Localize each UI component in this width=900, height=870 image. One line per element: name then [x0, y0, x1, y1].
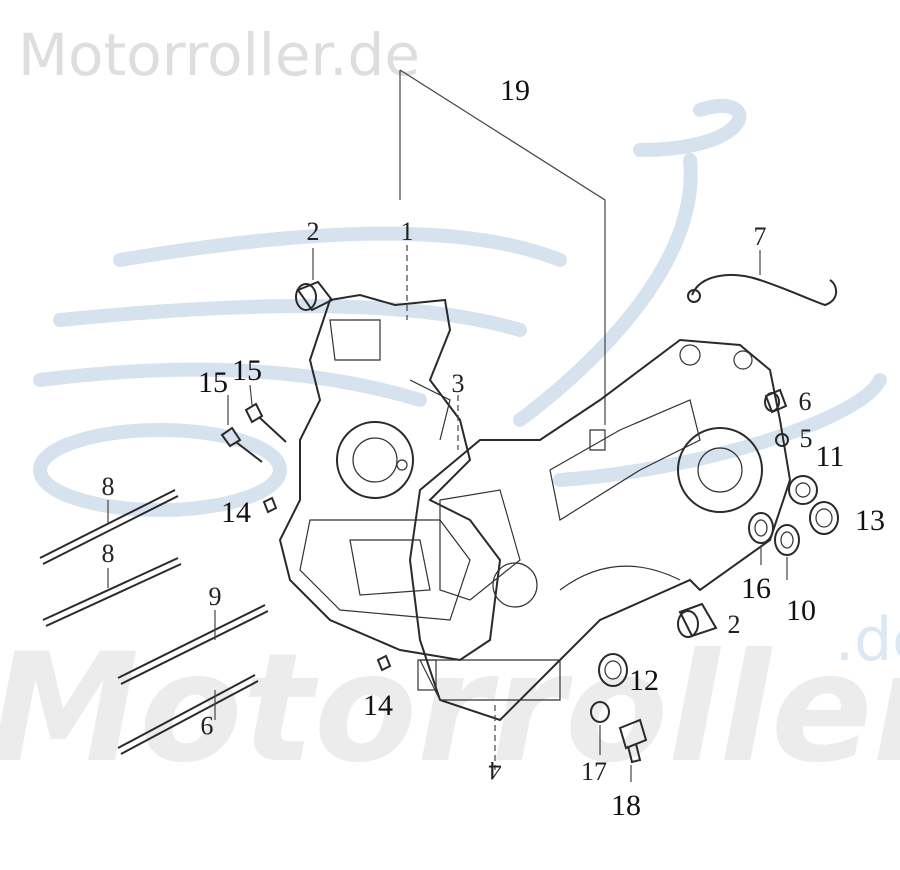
drain-bolt — [618, 718, 648, 764]
breather-hose — [691, 274, 838, 307]
callout-11: 11 — [816, 440, 845, 473]
scooter-logo-watermark — [33, 98, 887, 517]
part-19-leader — [399, 69, 606, 425]
watermark-bottom: Motorroller — [0, 622, 900, 796]
seal-leaders — [760, 545, 788, 580]
callout-6: 6 — [799, 387, 812, 416]
callout-19: 19 — [500, 74, 530, 107]
callout-15-left: 15 — [198, 366, 228, 399]
bolt-upper-left — [220, 426, 263, 463]
stud-leaders — [107, 500, 216, 720]
callout-18: 18 — [611, 789, 641, 822]
callout-4: 4 — [489, 756, 502, 785]
callout-7: 7 — [754, 222, 767, 251]
callout-8-lower: 8 — [102, 539, 115, 568]
callout-12: 12 — [629, 664, 659, 697]
callout-2-upper: 2 — [307, 217, 320, 246]
oil-seal — [809, 501, 839, 535]
bushing-lower — [677, 602, 718, 638]
callout-8-upper: 8 — [102, 472, 115, 501]
stud-bolt-2 — [42, 557, 182, 627]
bolt-leaders-15 — [227, 384, 253, 425]
crankcase-left-half — [278, 293, 502, 662]
callout-10: 10 — [786, 594, 816, 627]
callout-9-upper: 9 — [209, 582, 222, 611]
callout-17: 17 — [581, 757, 607, 786]
callout-9-lower: 9 — [201, 711, 214, 740]
callout-1: 1 — [401, 217, 414, 246]
crank-seal — [598, 653, 628, 687]
callout-2-lower: 2 — [728, 610, 741, 639]
bushing-upper — [295, 248, 334, 312]
crankcase-right-half — [408, 338, 792, 722]
bearing — [788, 475, 818, 505]
locating-pin-lower — [376, 654, 392, 672]
callout-14-lower: 14 — [363, 689, 393, 722]
callout-5: 5 — [800, 424, 813, 453]
dowel-pin — [764, 388, 788, 414]
watermark-domain: .de — [835, 605, 900, 675]
stud-bolt-4 — [117, 674, 259, 755]
watermark-top: Motorroller.de — [18, 21, 420, 89]
bolt-leaders — [599, 725, 632, 782]
callout-14-upper: 14 — [221, 496, 251, 529]
washer — [775, 433, 789, 447]
oil-seal-small — [774, 524, 800, 556]
callout-13: 13 — [855, 504, 885, 537]
hose-clamp — [687, 289, 701, 303]
callout-16: 16 — [741, 572, 771, 605]
callout-15-right: 15 — [232, 354, 262, 387]
callout-3: 3 — [452, 369, 465, 398]
seal-ring — [748, 512, 774, 544]
bolt-upper-right — [244, 402, 287, 443]
stud-bolt-3 — [117, 604, 269, 685]
locating-pin-upper — [262, 496, 278, 514]
drain-washer — [590, 701, 610, 723]
